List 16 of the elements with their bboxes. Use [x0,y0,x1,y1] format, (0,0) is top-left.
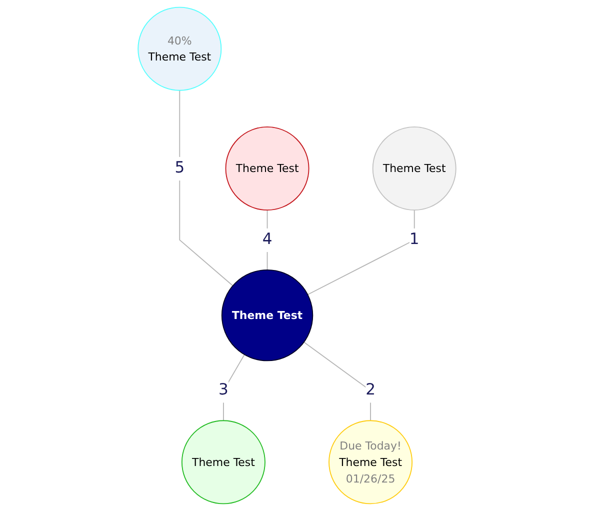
node-circle: 40% Theme Test [138,6,222,91]
edge-label: 2 [366,380,376,400]
connector [179,90,234,286]
node-circle: Theme Test [225,126,310,210]
connector [307,210,415,296]
edge-label: 3 [218,380,228,400]
connector [304,342,371,422]
edge-label: 5 [174,158,185,177]
node-circle: Theme Test [372,126,456,210]
node-circle: Theme Test [181,420,266,504]
edge-label: 1 [409,230,420,248]
node-circle: Theme Test [221,269,314,362]
node-circle: Due Today! Theme Test 01/26/25 [328,420,413,504]
edge-label: 4 [262,230,272,248]
connector [266,210,268,270]
connector [223,354,245,422]
